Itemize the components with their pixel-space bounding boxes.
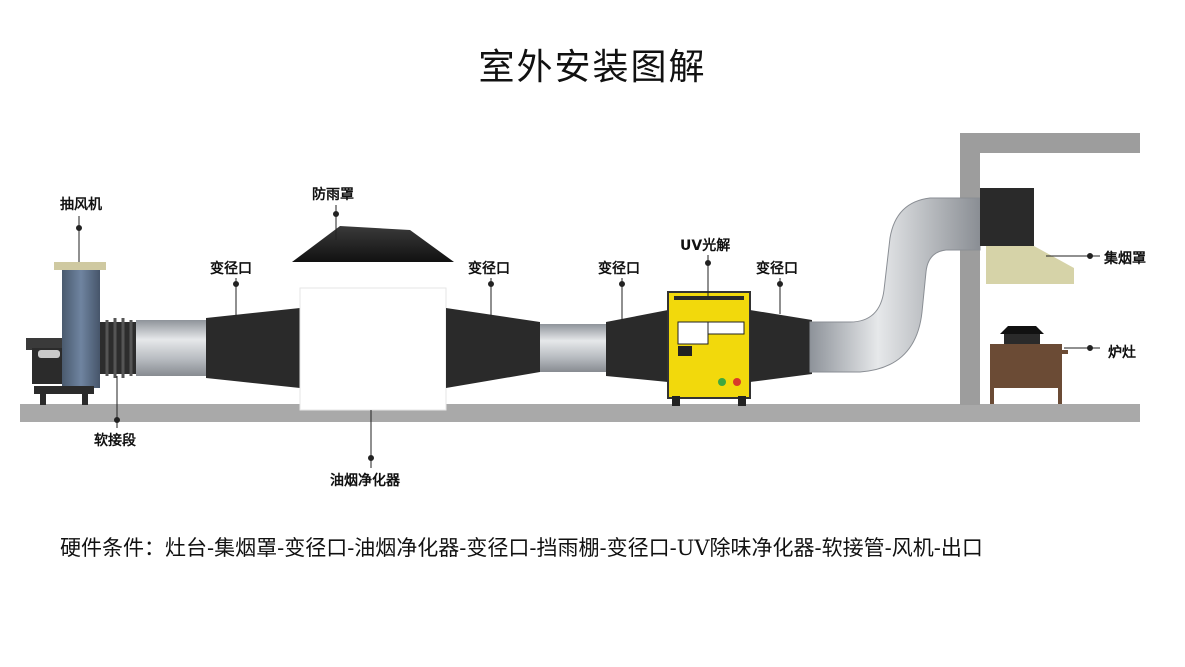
rain-cover [292,226,454,262]
label-reducer-3: 变径口 [598,261,640,277]
label-hood: 集烟罩 [1104,251,1146,267]
leader-lines [76,205,1100,468]
soft-joint-bellows [100,318,136,378]
ground-slab [20,404,1140,422]
label-uv: UV光解 [680,238,731,254]
smoke-hood [980,188,1074,284]
diagram-title: 室外安装图解 [478,47,707,88]
oil-fume-purifier [299,287,447,411]
label-reducer-2: 变径口 [468,261,510,277]
label-fan: 抽风机 [60,197,102,213]
reducer-2 [446,308,540,388]
reducer-4 [750,310,812,382]
label-reducer-4: 变径口 [756,261,798,277]
uv-purifier [667,291,751,406]
label-stove: 炉灶 [1108,345,1136,361]
label-purifier: 油烟净化器 [330,473,400,489]
hardware-requirements-text: 硬件条件：灶台-集烟罩-变径口-油烟净化器-变径口-挡雨棚-变径口-UV除味净化… [60,536,983,560]
duct-elbow [809,197,981,373]
label-reducer-1: 变径口 [210,261,252,277]
label-rain-cover: 防雨罩 [312,187,354,203]
stove [990,326,1068,404]
reducer-3 [606,310,668,382]
duct-segment-2 [540,324,610,372]
label-soft-joint: 软接段 [94,433,136,449]
reducer-1 [206,308,300,388]
duct-segment-1 [136,320,208,376]
exhaust-fan [26,262,106,405]
